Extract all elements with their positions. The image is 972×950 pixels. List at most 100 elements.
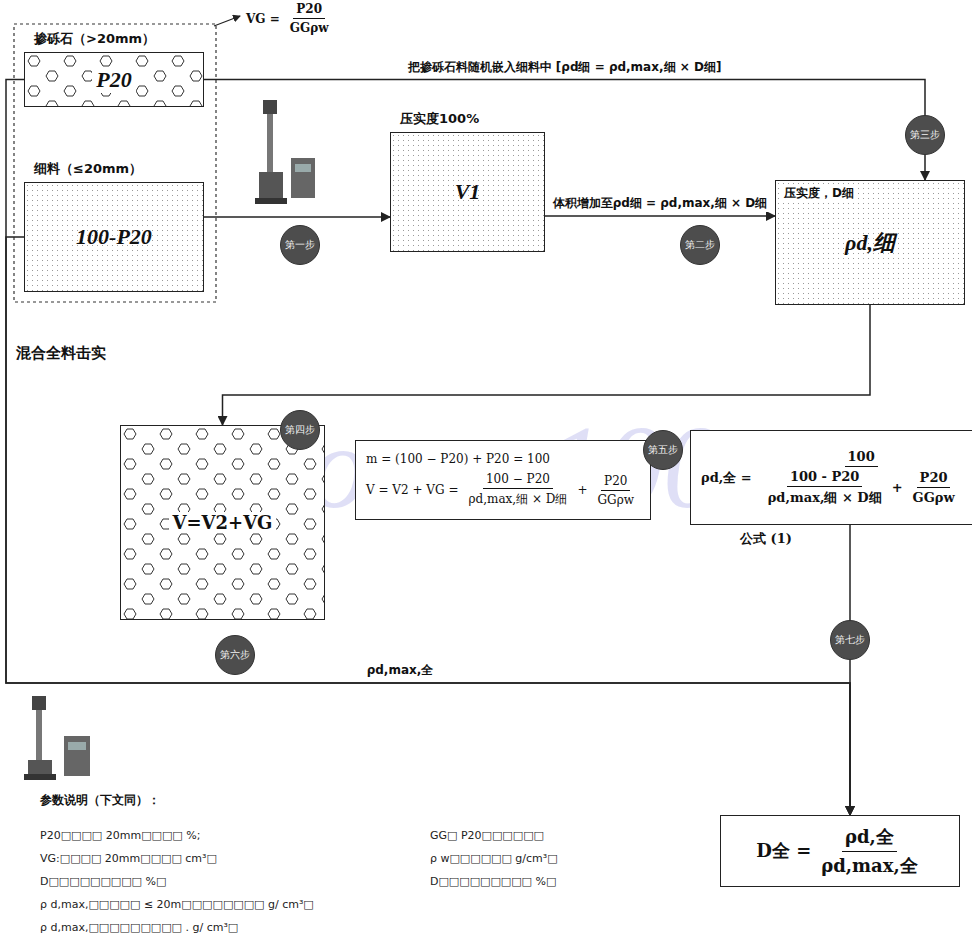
result-box: D全 = ρd,全 ρd,max,全 (720, 815, 960, 887)
node-body: 100-P20 (76, 224, 152, 250)
step-circle: 第三步 (905, 115, 945, 155)
gravel-box: 掺砾石（>20mm） P20 (24, 30, 204, 107)
formula-row: P20 (601, 474, 630, 491)
node-text: 100 − P20 (486, 472, 550, 486)
node-body: V=V2+VG (169, 512, 277, 533)
node-text: P20 (92, 67, 135, 93)
step-label: 第五步 (648, 443, 678, 457)
box-frame: V1 (390, 132, 545, 252)
node-text: 100-P20 (76, 224, 152, 250)
node-body: ρd,全 =100100 - P20ρd,max,细 × D细+P20GGρw (701, 449, 967, 507)
step-circle: 第七步 (830, 620, 870, 660)
density-box: 压实度，D细 ρd,细 (775, 180, 965, 305)
formula-row: GGρw (287, 19, 332, 35)
edge-label: 把掺砾石料随机嵌入细料中 [ρd细 = ρd,max,细 × D细] (408, 60, 722, 74)
note-line: 参数说明（下文同）： (40, 792, 160, 809)
edge-label-box: 把掺砾石料随机嵌入细料中 [ρd细 = ρd,max,细 × D细] (406, 59, 724, 76)
parameter-note: ρ w□□□□□□ g/cm³□ (430, 852, 558, 865)
fraction: P20GGρw (287, 2, 332, 35)
node-text: 掺砾石（>20mm） (34, 30, 155, 48)
node-body: V1 (455, 179, 481, 205)
node-body: ρd,细 (845, 228, 895, 258)
formula-row: 100 - P20ρd,max,细 × D细+P20GGρw (759, 467, 964, 507)
formula-row: ρd,max,全 (818, 852, 921, 878)
note-line: P20□□□□ 20mm□□□□ %; (40, 828, 200, 842)
formula-row: ρd,max,细 × D细 (465, 489, 570, 508)
node-text: V=V2+VG (169, 512, 277, 533)
node-text: ρd,细 (845, 228, 895, 258)
formula-text: VG = (246, 12, 280, 26)
fraction: P20GGρw (595, 474, 638, 507)
fraction: 100 − P20 ρd,max,细 × D细 (465, 472, 570, 508)
node-text: 压实度，D细 (782, 185, 856, 202)
mixed-box: V=V2+VG (120, 425, 325, 620)
formula-row: P20 (92, 67, 135, 93)
gravel-fill (25, 53, 203, 106)
box-frame: P20 (24, 52, 204, 107)
node-text: 细料（≤20mm） (34, 160, 142, 178)
node-text: ρd,全 (845, 825, 894, 849)
node-text: 100 - P20 (790, 469, 859, 484)
vertical-note: 混合全料击实 (16, 345, 106, 362)
step-label: 第三步 (910, 128, 940, 142)
node-text: 压实度100% (400, 110, 479, 128)
step-circle: 第二步 (680, 225, 720, 265)
step-circle: 第四步 (280, 410, 320, 450)
node-text: V1 (455, 179, 481, 205)
fraction: 100 - P20 ρd,max,细 × D细 (765, 469, 885, 507)
formula-row: m = (100 − P20) + P20 = 100 (366, 452, 550, 466)
fraction: P20GGρw (910, 470, 958, 505)
node-body: m = (100 − P20) + P20 = 100V = V2 + VG =… (366, 452, 640, 508)
formula-row: ρd,全 =100100 - P20ρd,max,细 × D细+P20GGρw (701, 449, 967, 507)
connector (204, 80, 925, 181)
note-line: GG□ P20□□□□□□ (430, 828, 544, 842)
group-outline (14, 24, 216, 302)
node-text: D全 = (756, 839, 811, 863)
formula-row: 100 - P20 (787, 469, 862, 487)
connector (204, 216, 390, 218)
formula-box: m = (100 − P20) + P20 = 100V = V2 + VG =… (355, 440, 651, 520)
node-text: m = (100 − P20) + P20 = 100 (366, 452, 550, 466)
formula-row: ρd,max,细 × D细 (765, 487, 885, 507)
node-text: 100 (848, 449, 875, 464)
note-line: ρ d,max,□□□□□ ≤ 20m□□□□□□□□ g/ cm³□ (40, 897, 314, 911)
box-frame: D全 = ρd,全 ρd,max,全 (720, 815, 960, 887)
edge-label-box: 体积增加至ρd细 = ρd,max,细 × D细 (551, 195, 770, 212)
formula-row: V1 (455, 179, 481, 205)
parameter-note: ρ d,max,□□□□□□□□□ . g/ cm³□ (40, 921, 238, 934)
formula-row: V = V2 + VG =100 − P20ρd,max,细 × D细+P20G… (366, 472, 640, 508)
formula-text: GGρw (290, 21, 329, 35)
step-circle: 第五步 (643, 430, 683, 470)
formula-row: ρd,全 (842, 825, 897, 852)
box-frame: ρd,全 =100100 - P20ρd,max,细 × D细+P20GGρw (690, 430, 972, 525)
step-label: 第六步 (220, 648, 250, 662)
box-frame: V=V2+VG (120, 425, 325, 620)
formula-row: 100 − P20 (483, 472, 553, 489)
gravel-fill (121, 426, 324, 619)
step-label: 第二步 (685, 238, 715, 252)
step-label: 第四步 (285, 423, 315, 437)
step-label: 第一步 (285, 238, 315, 252)
edge-label: 体积增加至ρd细 = ρd,max,细 × D细 (553, 196, 768, 210)
connector (545, 215, 775, 217)
parameter-note: D□□□□□□□□□ %□ (430, 875, 556, 888)
node-text: ρd,全 = (701, 469, 752, 487)
node-text: ρd,max,细 × D细 (468, 491, 567, 508)
note-line: D□□□□□□□□□ %□ (430, 874, 556, 888)
parameter-note: VG:□□□□ 20mm□□□□ cm³□ (40, 852, 217, 865)
formula-row: GGρw (910, 488, 958, 505)
formula-row: 100 (845, 449, 878, 467)
vertical-text: 混合全料击实 (16, 344, 106, 362)
formula-row: V=V2+VG (169, 512, 277, 533)
compacted-box: 压实度100% V1 (390, 110, 545, 252)
step-circle: 第六步 (215, 635, 255, 675)
formula-row: VG = P20GGρw (246, 2, 335, 35)
step-label: 第七步 (835, 633, 865, 647)
leader-line (214, 16, 240, 26)
parameter-note: D□□□□□□□□□ %□ (40, 875, 166, 888)
fine-material-box: 细料（≤20mm） 100-P20 (24, 160, 204, 292)
compactor-icon (255, 100, 315, 204)
note-line: ρ d,max,□□□□□□□□□ . g/ cm³□ (40, 920, 238, 934)
note-line: ρ w□□□□□□ g/cm³□ (430, 851, 558, 865)
